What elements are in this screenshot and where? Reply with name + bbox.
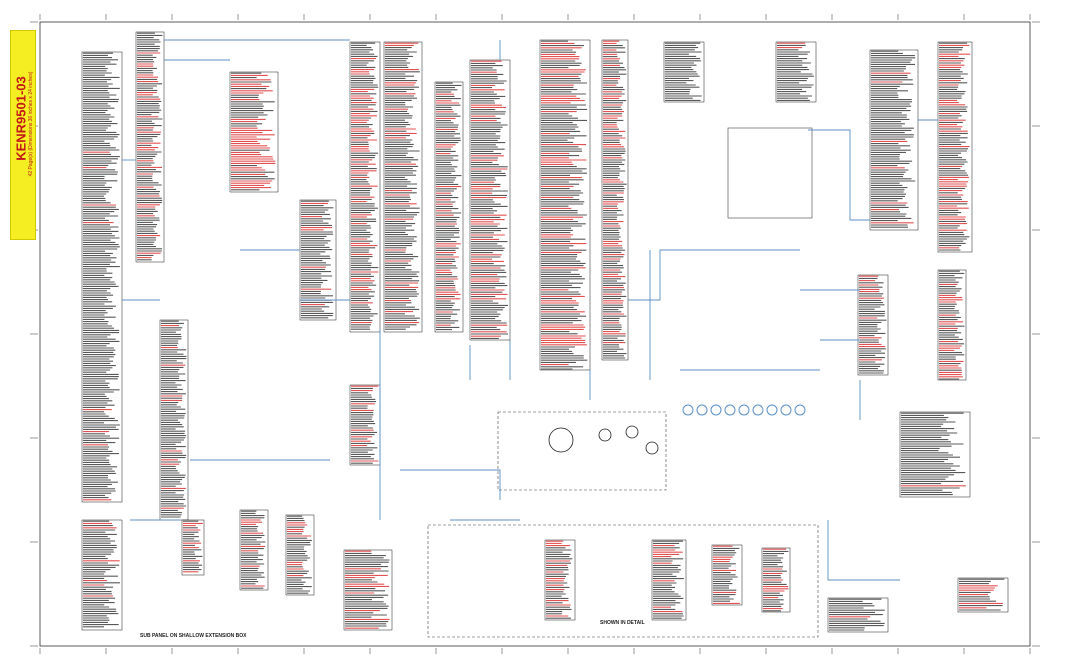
connector-table	[857, 274, 889, 376]
sensor-symbol	[780, 404, 792, 416]
connector-table	[937, 269, 967, 381]
wire-route	[400, 469, 501, 500]
connector-table	[239, 509, 269, 591]
connector-table	[299, 199, 337, 321]
sensor-symbol	[794, 404, 806, 416]
component-symbol	[645, 441, 659, 455]
connector-table	[81, 519, 123, 631]
connector-table	[349, 384, 381, 466]
connector-table	[229, 71, 279, 193]
connector-table	[469, 59, 511, 341]
wire-route	[827, 520, 900, 581]
detail-box	[727, 127, 813, 219]
connector-outline	[539, 39, 591, 371]
connector-table	[869, 49, 919, 231]
connector-table	[663, 41, 705, 103]
sensor-symbol	[696, 404, 708, 416]
wire-routes	[122, 39, 938, 581]
connector-outline	[349, 41, 381, 333]
sub-panel-label: SUB PANEL ON SHALLOW EXTENSION BOX	[140, 633, 247, 639]
wire-route	[628, 249, 800, 301]
connector-table	[181, 519, 205, 576]
detail-box	[427, 524, 819, 638]
connector-table	[135, 31, 165, 263]
connector-table	[434, 81, 464, 333]
sensor-symbol	[724, 404, 736, 416]
connector-table	[81, 51, 123, 503]
document-id-tab: KENR9501-03 42 Page(s) (Dimensions 36 in…	[10, 30, 36, 240]
component-symbol	[625, 425, 639, 439]
connector-table	[159, 319, 189, 521]
connector-table	[899, 411, 971, 498]
detail-label: SHOWN IN DETAIL	[600, 620, 645, 626]
sensor-symbol	[766, 404, 778, 416]
detail-box	[497, 411, 667, 491]
connector-table	[775, 41, 817, 103]
connector-table	[957, 577, 1009, 613]
sensor-symbol	[738, 404, 750, 416]
connector-table	[343, 549, 393, 631]
connector-table	[827, 597, 889, 633]
sensor-symbol	[752, 404, 764, 416]
connector-table	[651, 539, 687, 621]
connector-table	[761, 547, 791, 613]
connector-table	[285, 514, 315, 596]
connector-outline	[383, 41, 423, 333]
sensor-symbol	[710, 404, 722, 416]
connector-table	[544, 539, 576, 621]
wire-route	[808, 129, 870, 221]
component-symbol	[598, 428, 612, 442]
component-symbol	[548, 427, 574, 453]
connector-table	[383, 41, 423, 333]
print-dimensions-note: 42 Page(s) (Dimensions 36 inches x 24 in…	[28, 71, 34, 177]
connector-table	[349, 41, 381, 333]
document-number: KENR9501-03	[13, 76, 29, 161]
connector-table	[711, 544, 743, 606]
connector-table	[539, 39, 591, 371]
sensor-symbol	[682, 404, 694, 416]
connector-table	[601, 39, 629, 361]
connector-table	[937, 41, 973, 253]
